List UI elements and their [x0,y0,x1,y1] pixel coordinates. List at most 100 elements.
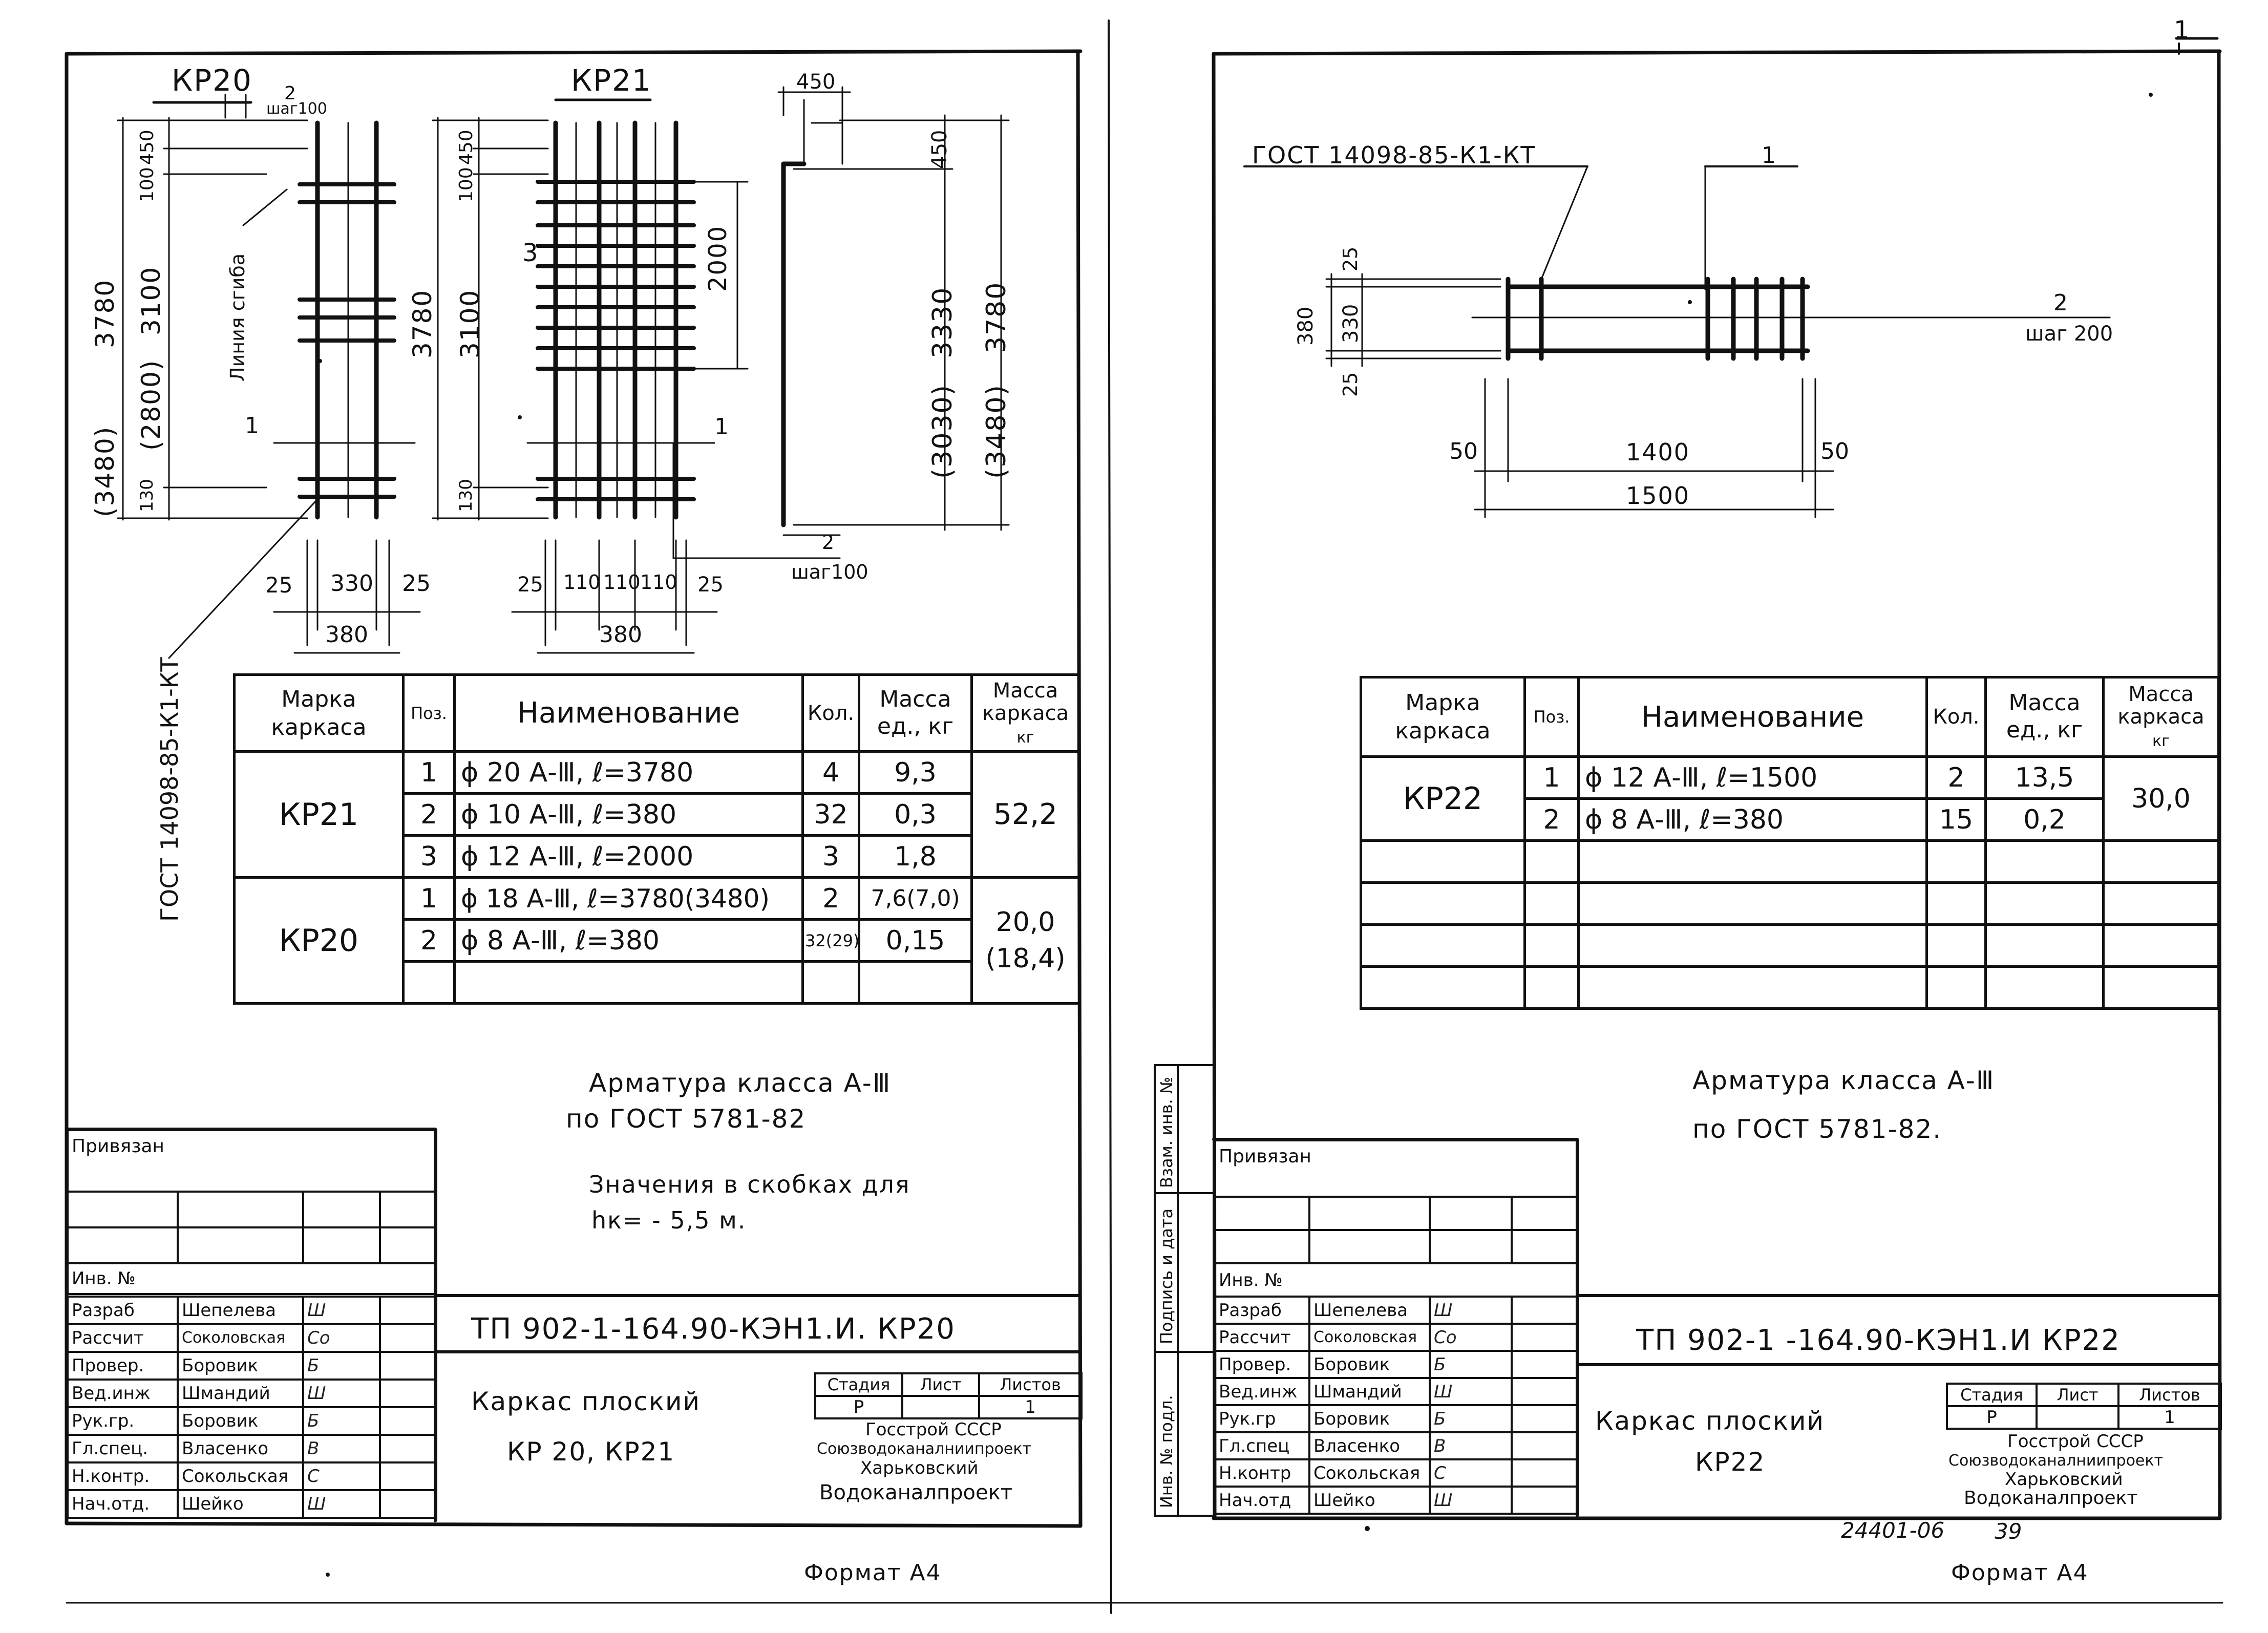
stage-header: Стадия [814,1372,903,1397]
kp21-w380: 380 [599,622,642,648]
right-frame-right [2217,49,2222,1520]
role-label: Рук.гр. [67,1406,179,1436]
kp20-dim-3780: 3780 [90,279,120,348]
kp22-dim-25b: 25 [1339,372,1362,397]
role-signature: Б [302,1406,381,1436]
role-signature: Ш [1429,1377,1513,1406]
page-number: 39 [1995,1519,2022,1544]
hdr-mark-2: каркаса [271,714,367,740]
stage-value: Р [814,1395,903,1419]
hdr-frame-mass-3: кг [2152,732,2170,750]
hdr-frame-mass-1: Масса [2128,683,2194,706]
hdr-name: Наименование [1577,676,1928,758]
stage-value: Р [1946,1405,2038,1430]
left-note-1: Арматура класса А-Ⅲ [589,1068,892,1098]
kp20-pos1: 1 [245,413,259,439]
role-signature: Ш [302,1296,381,1325]
right-org-1: Госстрой СССР [2007,1431,2144,1452]
role-signature: В [1429,1431,1513,1460]
bar-pos2: 2 [822,531,835,554]
role-label: Нач.отд. [67,1489,179,1519]
group-mark-kp22: КР22 [1360,755,1526,842]
kp20-w330: 330 [330,570,373,597]
left-note-3: Значения в скобках для [589,1171,910,1198]
row-name: ϕ 12 А-Ⅲ, ℓ=1500 [1577,755,1928,800]
kp20-w25b: 25 [402,570,431,597]
hdr-mark-1: Марка [1405,690,1480,716]
kp21-title: КР21 [571,63,652,98]
row-name: ϕ 8 А-Ⅲ, ℓ=380 [1577,797,1928,842]
hdr-pos: Поз. [402,673,456,753]
role-name: Шепелева [177,1296,304,1325]
role-label: Рук.гр [1214,1404,1310,1433]
kp20-dim-450: 450 [137,130,158,165]
table-row: КР20 1 ϕ 18 А-Ⅲ, ℓ=3780(3480) 2 7,6(7,0)… [233,876,1080,1005]
sheet-divider [1108,19,1112,1614]
right-org-3: Харьковский [2005,1469,2123,1490]
right-org-2: Союзводоканалниипроект [1948,1452,2163,1470]
hdr-name: Наименование [453,673,804,753]
hdr-frame-mass-2: каркаса [982,701,1069,725]
left-org-2: Союзводоканалниипроект [817,1440,1031,1458]
role-label: Провер. [1214,1350,1310,1379]
right-frame-top [1212,49,2222,56]
role-signature: Со [1429,1323,1513,1352]
right-note-2: по ГОСТ 5781-82. [1692,1114,1942,1144]
corner-mark: 1 [2174,16,2190,45]
role-signature: Б [1429,1404,1513,1433]
right-note-1: Арматура класса А-Ⅲ [1692,1066,1995,1095]
row-mass: 9,3 [858,750,973,795]
role-label: Вед.инж [67,1378,179,1408]
hdr-unit-mass-2: ед., кг [877,713,954,739]
role-name: Шепелева [1308,1296,1431,1325]
kp20-w25a: 25 [265,572,293,598]
row-pos: 2 [1523,797,1580,842]
row-mass: 7,6(7,0) [858,876,973,921]
kp20-gost: ГОСТ 14098-85-К1-КТ [156,657,183,922]
kp21-dim-450: 450 [456,130,477,165]
role-signature: Ш [1429,1486,1513,1515]
kp21-w110b: 110 [603,571,641,593]
row-mass: 0,15 [858,918,973,963]
row-mass: 0,2 [1984,797,2105,842]
role-signature: Б [1429,1350,1513,1379]
left-stamp-title-2: КР 20, КР21 [507,1437,675,1467]
table-row [1360,923,2220,968]
kp21-w110a: 110 [563,571,601,593]
bar-dim-3480: (3480) [981,384,1012,479]
row-pos: 2 [402,792,456,837]
kp21-pos1: 1 [714,414,729,440]
group-mark-kp21: КР21 [233,750,405,879]
right-stamp-title-1: Каркас плоский [1595,1406,1825,1436]
kp20-dim-130: 130 [137,479,157,512]
role-label: Н.контр [1214,1458,1310,1488]
left-inv-label: Инв. № [67,1262,437,1295]
row-mass: 1,8 [858,834,973,879]
row-qty: 2 [801,876,860,921]
hdr-unit-mass-1: Масса [2008,690,2081,716]
kp21-w25a: 25 [517,573,543,597]
kp22-pos2: 2 [2053,290,2068,316]
table-row [1360,839,2220,884]
left-frame-top [65,49,1083,56]
bar-dim-450-top: 450 [796,70,836,94]
bar-dim-3780: 3780 [981,281,1012,353]
right-format: Формат А4 [1951,1560,2089,1586]
role-signature: Со [302,1323,381,1353]
group-frame-mass-kp20-alt: (18,4) [985,943,1066,974]
table-row: КР21 1 ϕ 20 А-Ⅲ, ℓ=3780 4 9,3 52,2 [233,750,1080,879]
table-row: 3 ϕ 12 А-Ⅲ, ℓ=2000 3 1,8 [235,834,1079,879]
role-name: Боровик [1308,1350,1431,1379]
table-row: 2 ϕ 8 А-Ⅲ, ℓ=380 15 0,2 [1361,797,2219,842]
